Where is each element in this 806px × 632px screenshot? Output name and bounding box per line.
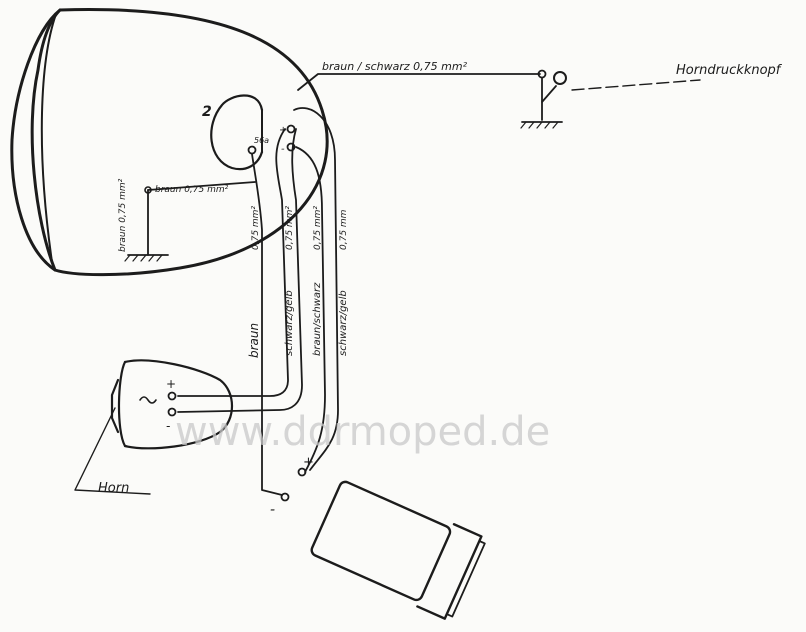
battery (280, 467, 486, 620)
horn-button-wire (297, 69, 701, 129)
brown-wire-label: braun 0,75 mm² (155, 185, 229, 195)
headlamp (10, 8, 329, 277)
wire-size-label-d: 0,75 mm (339, 209, 349, 250)
horn-button-label: Horndruckknopf (676, 63, 783, 78)
terminal-minus-label: - (281, 144, 285, 155)
horn-body (74, 359, 233, 495)
wire-size-label-a: 0,75 mm² (251, 206, 261, 250)
wire-size-label-c: 0,75 mm² (313, 206, 323, 250)
battery-minus-label: - (270, 502, 275, 518)
horn-label: Horn (98, 481, 129, 496)
wire-color-schwarz-gelb-2: schwarz/gelb (338, 290, 349, 356)
horn-button-wire-label: braun / schwarz 0,75 mm² (322, 60, 468, 73)
bulb-number-label: 2 (202, 104, 212, 120)
wire-color-braun: braun (247, 323, 261, 358)
ground-wire-label: braun 0,75 mm² (118, 178, 128, 252)
terminal-plus-label: + (279, 125, 287, 136)
wire-size-label-b: 0,75 mm² (285, 206, 295, 250)
wire-color-schwarz-gelb-1: schwarz/gelb (284, 290, 295, 356)
wire-color-braun-schwarz: braun/schwarz (312, 282, 323, 356)
horn-plus-label: + (166, 377, 176, 391)
wire-bundle (177, 107, 339, 496)
terminal-56a-label: 56a (254, 136, 269, 145)
headlamp-ground (124, 181, 256, 262)
bulb-socket (210, 94, 296, 171)
horn-minus-label: - (166, 419, 170, 433)
watermark: www.ddrmoped.de (175, 409, 550, 455)
battery-plus-label: + (303, 455, 314, 470)
